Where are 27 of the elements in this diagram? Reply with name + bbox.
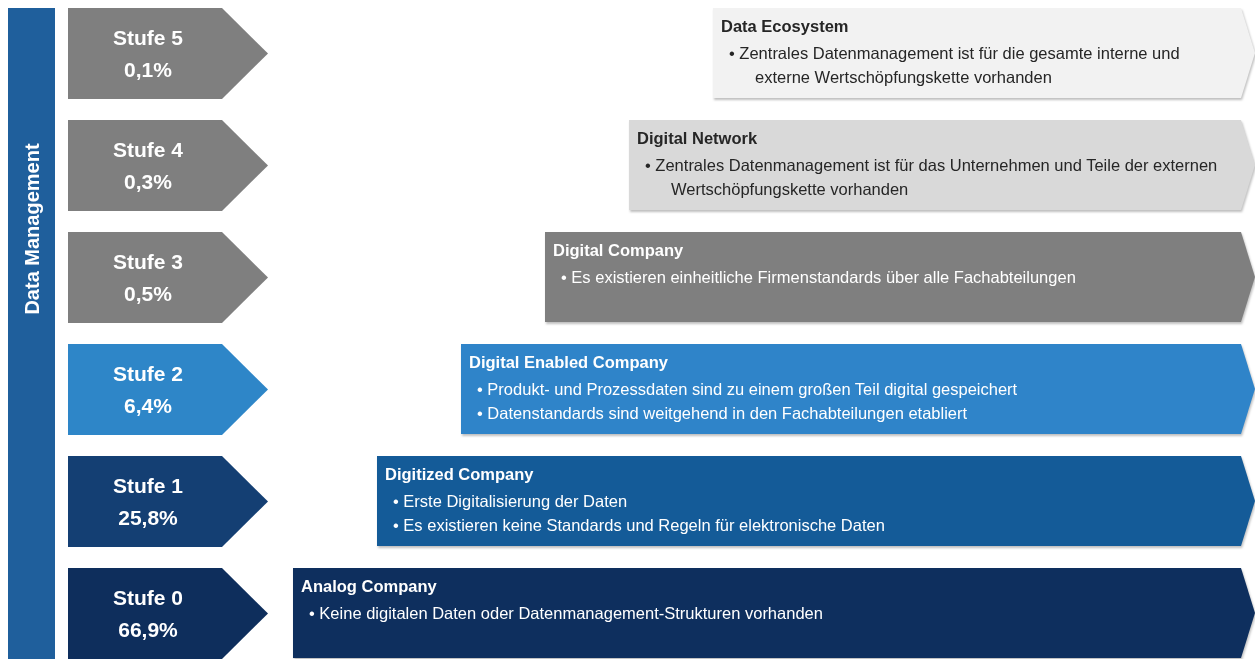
level-name: Stufe 2 xyxy=(112,360,184,387)
bullet-point: • Produkt- und Prozessdaten sind zu einem großen Teil digital gespeichert xyxy=(476,379,1019,400)
bullet-point: • Zentrales Datenmanagement ist für die gesamte interne und externe Wertschöpfungskette vorhanden xyxy=(728,43,1181,88)
level-name: Stufe 1 xyxy=(112,472,184,499)
stage-heading: Digital Enabled Company xyxy=(469,353,668,372)
level-percentage: 25,8% xyxy=(117,504,179,531)
level-name: Stufe 3 xyxy=(112,248,184,275)
stage-heading: Analog Company xyxy=(301,577,437,596)
level-name: Stufe 4 xyxy=(112,136,184,163)
level-name: Stufe 0 xyxy=(112,584,184,611)
stage-heading: Digital Company xyxy=(553,241,684,260)
band-title: Data Management xyxy=(20,143,43,315)
bullet-point: • Keine digitalen Daten oder Datenmanagement-Strukturen vorhanden xyxy=(308,603,824,624)
level-name: Stufe 5 xyxy=(112,24,184,51)
bullet-point: • Zentrales Datenmanagement ist für das Unternehmen und Teile der externen Wertschöpfungskette vorhanden xyxy=(644,155,1219,200)
bullet-point: • Es existieren keine Standards und Regeln für elektronische Daten xyxy=(392,515,886,536)
level-percentage: 0,1% xyxy=(123,56,173,83)
stage-heading: Digitized Company xyxy=(385,465,534,484)
stage-heading: Digital Network xyxy=(637,129,758,148)
level-percentage: 66,9% xyxy=(117,616,179,643)
level-percentage: 0,5% xyxy=(123,280,173,307)
level-percentage: 0,3% xyxy=(123,168,173,195)
level-percentage: 6,4% xyxy=(123,392,173,419)
bullet-point: • Erste Digitalisierung der Daten xyxy=(392,491,629,512)
stage-heading: Data Ecosystem xyxy=(721,17,849,36)
bullet-point: • Es existieren einheitliche Firmenstandards über alle Fachabteilungen xyxy=(560,267,1077,288)
bullet-point: • Datenstandards sind weitgehend in den Fachabteilungen etabliert xyxy=(476,403,969,424)
